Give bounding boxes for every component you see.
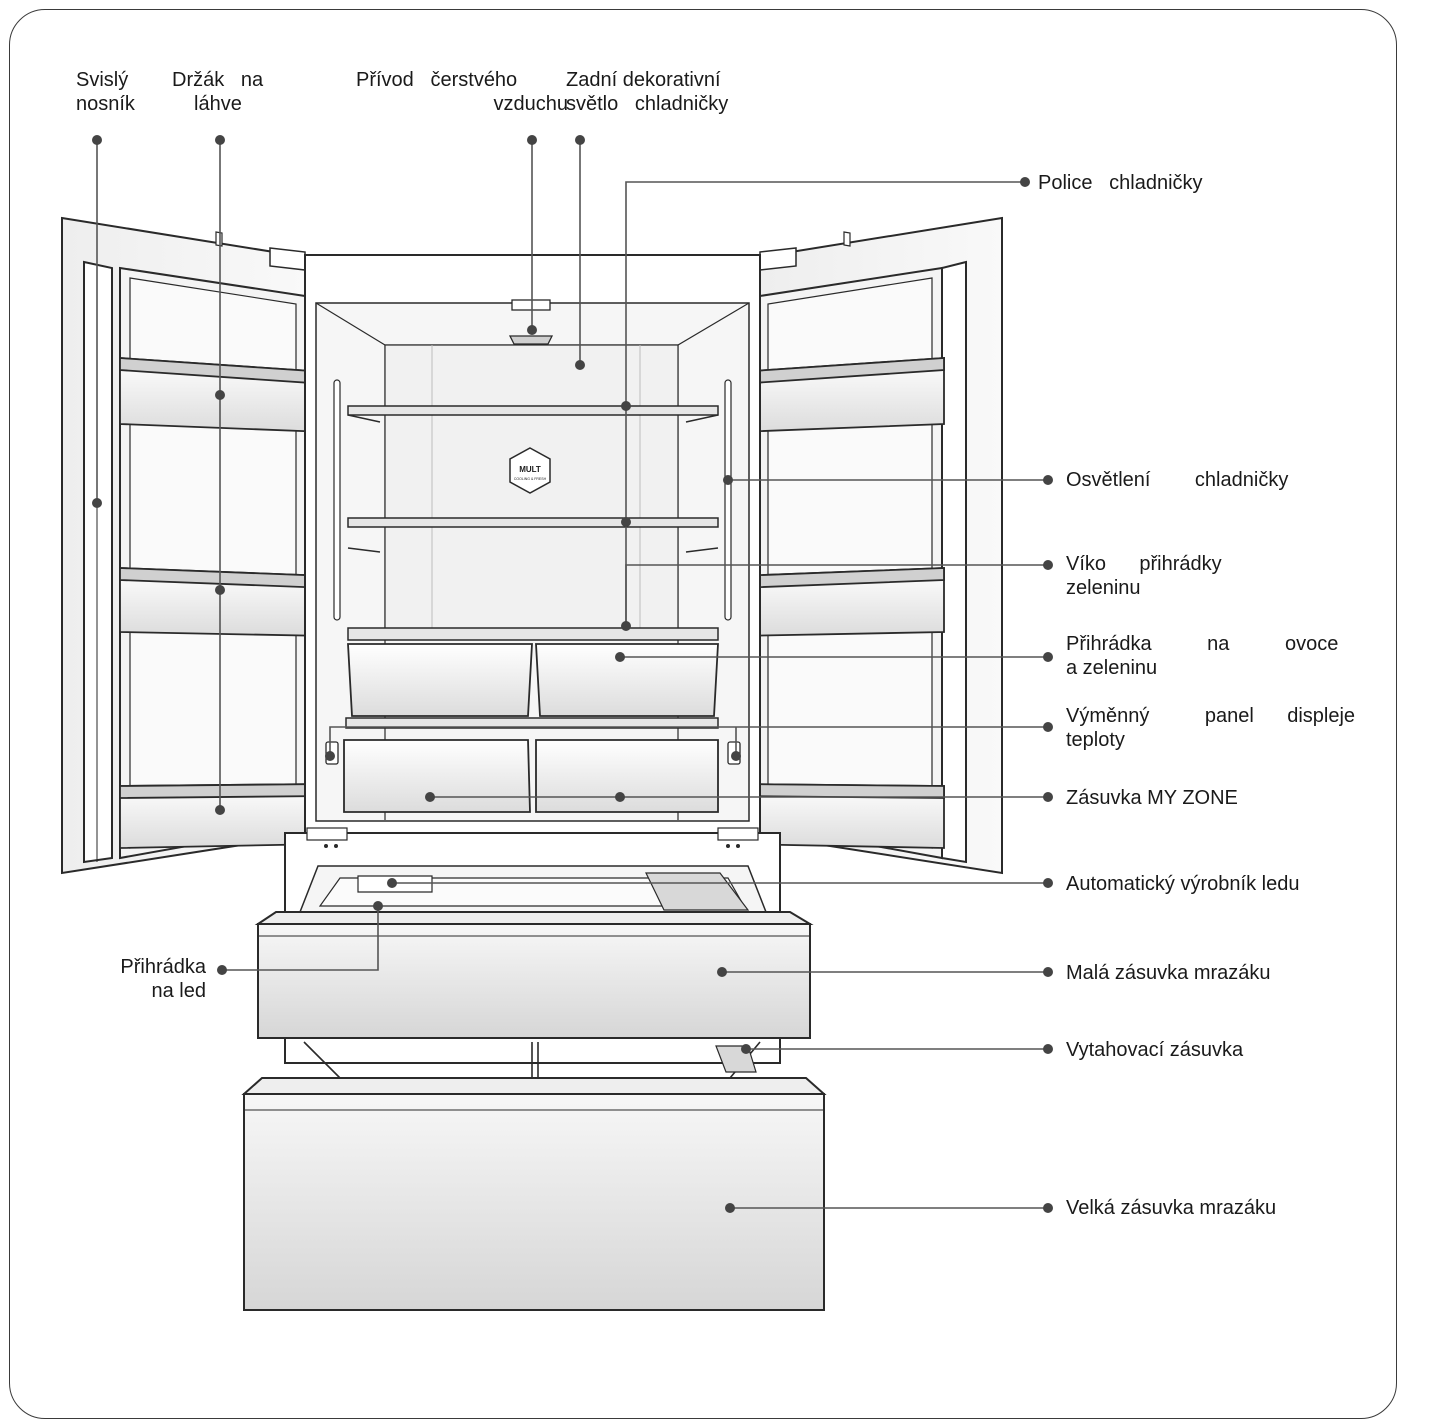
label-line: Přívod čerstvého <box>356 69 518 91</box>
label-crisper-lid: Víko přihrádky zeleninu <box>1066 552 1222 600</box>
label-small-freezer-drawer: Malá zásuvka mrazáku <box>1066 962 1271 984</box>
label-line: Přihrádka na ovoce <box>1066 633 1339 655</box>
label-line: láhve <box>194 93 242 115</box>
label-line: teploty <box>1066 729 1125 751</box>
label-rear-light: Zadní dekorativní světlo chladničky <box>566 68 780 116</box>
large-freezer-drawer <box>241 1077 827 1311</box>
label-line: a zeleninu <box>1066 657 1158 679</box>
mult-badge: MULT COOLING & FRESH <box>509 447 551 494</box>
label-ice-maker: Automatický výrobník ledu <box>1066 873 1300 895</box>
label-display-panel: Výměnný panel displeje teploty <box>1066 704 1436 752</box>
label-ice-tray: Přihrádka na led <box>80 955 206 1003</box>
small-freezer-drawer <box>254 911 814 1039</box>
label-my-zone-drawer: Zásuvka MY ZONE <box>1066 787 1238 809</box>
label-line: vzduchu <box>493 93 569 115</box>
left-door-bins <box>119 357 329 849</box>
label-line: Víko přihrádky <box>1066 553 1222 575</box>
label-line: nosník <box>76 93 135 115</box>
label-line: Zadní dekorativní <box>566 69 721 91</box>
label-line: na led <box>151 980 207 1002</box>
label-bottle-holder: Držák na láhve <box>172 68 294 116</box>
label-crisper: Přihrádka na ovoce a zeleninu <box>1066 632 1418 680</box>
label-large-freezer-drawer: Velká zásuvka mrazáku <box>1066 1197 1277 1219</box>
leader-lines <box>96 140 1048 1209</box>
diagram-frame <box>9 9 1397 1419</box>
mult-badge-subtitle: COOLING & FRESH <box>514 477 547 481</box>
label-fresh-air-inlet: Přívod čerstvého vzduchu <box>356 68 568 116</box>
label-line: světlo chladničky <box>566 93 729 115</box>
left-door <box>61 216 306 875</box>
right-door-bins <box>737 357 945 849</box>
label-vertical-beam: Svislý nosník <box>76 68 146 116</box>
mult-badge-title: MULT <box>519 465 541 474</box>
label-line: zeleninu <box>1066 577 1141 599</box>
label-fridge-light: Osvětlení chladničky <box>1066 469 1289 491</box>
label-line: Přihrádka <box>120 956 206 978</box>
label-line: Výměnný panel displeje <box>1066 705 1356 727</box>
leader-dots <box>92 135 1053 1213</box>
right-door <box>759 216 1003 875</box>
label-line: Držák na <box>172 69 264 91</box>
label-line: Svislý <box>76 69 129 91</box>
label-fridge-shelf: Police chladničky <box>1038 172 1203 194</box>
crisper-drawers <box>345 643 719 729</box>
label-pull-out-drawer: Vytahovací zásuvka <box>1066 1039 1244 1061</box>
